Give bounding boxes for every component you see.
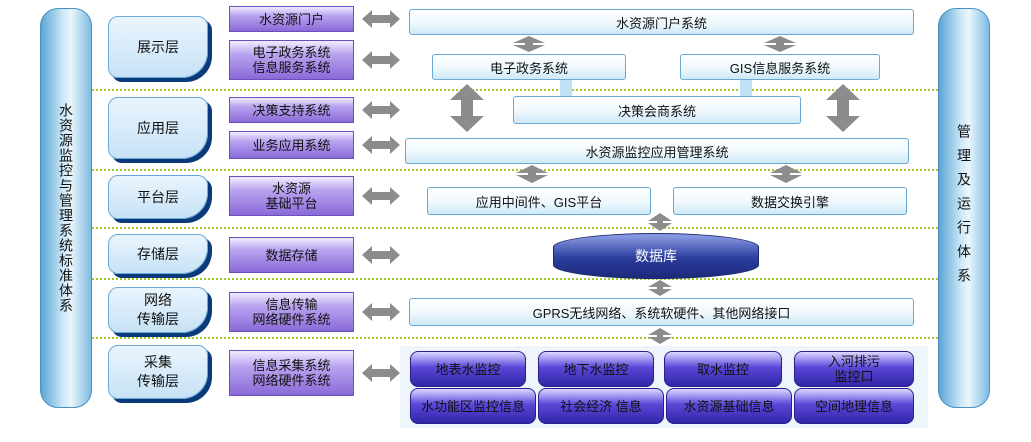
connector-egov-decision (560, 80, 572, 96)
separator-3 (92, 227, 938, 229)
system-middleware: 应用中间件、GIS平台 (427, 187, 651, 215)
layer-display-label: 展示层 (137, 38, 179, 55)
database-label: 数据库 (635, 248, 677, 264)
component-egov-info: 电子政务系统 信息服务系统 (229, 40, 354, 80)
tile-surface-water: 地表水监控 (410, 351, 526, 387)
tile-surface-water-label: 地表水监控 (435, 361, 501, 377)
component-base-platform-label: 水资源 基础平台 (265, 181, 318, 211)
component-decision-support-label: 决策支持系统 (252, 102, 331, 118)
arrow-monitor-middleware (516, 165, 548, 183)
system-decision-label: 决策会商系统 (617, 103, 696, 119)
system-exchange: 数据交换引擎 (673, 187, 907, 215)
layer-storage-label: 存储层 (137, 245, 179, 262)
system-gis-service: GIS信息服务系统 (680, 54, 880, 80)
system-decision: 决策会商系统 (513, 96, 801, 124)
component-info-collection: 信息采集系统 网络硬件系统 (229, 350, 354, 396)
separator-4 (92, 278, 938, 280)
layer-network-label: 网络 传输层 (137, 292, 179, 327)
tile-base-info: 水资源基础信息 (666, 388, 792, 424)
management-pillar: 管理及运行体系 (938, 8, 990, 408)
arrow-gis-monitor (826, 84, 860, 132)
component-portal-label: 水资源门户 (258, 11, 324, 27)
component-base-platform: 水资源 基础平台 (229, 176, 354, 216)
system-portal-label: 水资源门户系统 (615, 15, 707, 31)
arrow-egov (362, 51, 400, 69)
layer-platform-label: 平台层 (137, 188, 179, 205)
system-portal: 水资源门户系统 (409, 9, 914, 35)
database-cylinder: 数据库 (553, 233, 759, 279)
arrow-collection (362, 364, 400, 382)
system-middleware-label: 应用中间件、GIS平台 (475, 194, 603, 210)
component-business-app: 业务应用系统 (229, 131, 354, 159)
layer-platform: 平台层 (108, 175, 208, 219)
component-egov-info-label: 电子政务系统 信息服务系统 (252, 45, 331, 75)
layer-collection-label: 采集 传输层 (137, 354, 179, 389)
standards-pillar-label: 水资源监控与管理系统标准体系 (58, 103, 74, 313)
layer-network: 网络 传输层 (108, 287, 208, 333)
management-pillar-label: 管理及运行体系 (956, 124, 972, 292)
arrow-portal (362, 10, 400, 28)
tile-socio-economic-label: 社会经济 信息 (560, 398, 642, 414)
layer-application-label: 应用层 (137, 119, 179, 136)
component-business-app-label: 业务应用系统 (252, 137, 331, 153)
arrow-portal-egov (513, 36, 545, 52)
tile-outfall: 入河排污 监控口 (794, 351, 914, 387)
tile-intake: 取水监控 (664, 351, 782, 387)
standards-pillar: 水资源监控与管理系统标准体系 (40, 8, 92, 408)
connector-gis-decision (740, 80, 752, 96)
component-decision-support: 决策支持系统 (229, 97, 354, 123)
arrow-portal-gis (764, 36, 796, 52)
system-exchange-label: 数据交换引擎 (750, 194, 829, 210)
component-portal: 水资源门户 (229, 6, 354, 32)
tile-groundwater: 地下水监控 (538, 351, 654, 387)
tile-geo-info: 空间地理信息 (794, 388, 914, 424)
layer-application: 应用层 (108, 97, 208, 159)
system-egov: 电子政务系统 (432, 54, 626, 80)
system-egov-label: 电子政务系统 (489, 60, 568, 76)
system-gis-service-label: GIS信息服务系统 (729, 60, 831, 76)
tile-socio-economic: 社会经济 信息 (538, 388, 664, 424)
tile-outfall-label: 入河排污 监控口 (827, 354, 880, 384)
component-info-collection-label: 信息采集系统 网络硬件系统 (252, 358, 331, 388)
arrow-platform-database (648, 213, 672, 231)
layer-storage: 存储层 (108, 234, 208, 274)
layer-collection: 采集 传输层 (108, 345, 208, 399)
tile-function-zone-label: 水功能区监控信息 (420, 398, 525, 414)
separator-2 (92, 169, 938, 171)
arrow-platform (362, 187, 400, 205)
arrow-network (362, 303, 400, 321)
system-network: GPRS无线网络、系统软硬件、其他网络接口 (409, 298, 914, 326)
arrow-database-network (648, 280, 672, 296)
arrow-business (362, 136, 400, 154)
arrow-egov-monitor (450, 84, 484, 132)
system-network-label: GPRS无线网络、系统软硬件、其他网络接口 (532, 305, 791, 321)
component-data-storage: 数据存储 (229, 237, 354, 273)
arrow-monitor-exchange (770, 165, 802, 183)
separator-5 (92, 337, 938, 339)
tile-function-zone: 水功能区监控信息 (410, 388, 536, 424)
tile-geo-info-label: 空间地理信息 (814, 398, 893, 414)
system-monitor-mgmt: 水资源监控应用管理系统 (405, 138, 909, 164)
separator-1 (92, 89, 938, 91)
layer-display: 展示层 (108, 16, 208, 78)
component-data-storage-label: 数据存储 (265, 247, 318, 263)
tile-base-info-label: 水资源基础信息 (683, 398, 775, 414)
component-info-transfer-label: 信息传输 网络硬件系统 (252, 297, 331, 327)
arrow-decision (362, 101, 400, 119)
arrow-storage (362, 246, 400, 264)
arrow-network-collection (648, 328, 672, 344)
system-monitor-mgmt-label: 水资源监控应用管理系统 (585, 144, 729, 160)
tile-intake-label: 取水监控 (696, 361, 749, 377)
tile-groundwater-label: 地下水监控 (563, 361, 629, 377)
component-info-transfer: 信息传输 网络硬件系统 (229, 292, 354, 332)
